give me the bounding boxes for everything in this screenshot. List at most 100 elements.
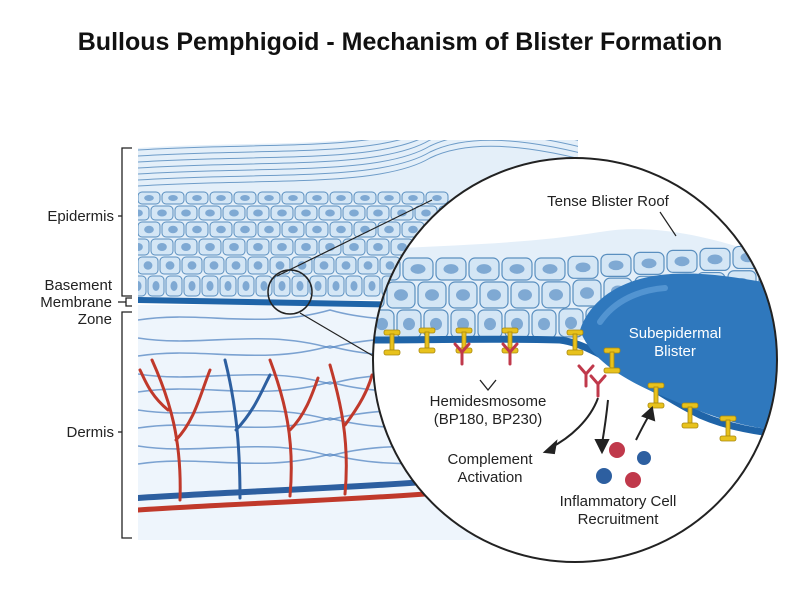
corneum-line (138, 140, 578, 175)
nucleus (360, 225, 370, 234)
corneum-line (138, 140, 578, 169)
mag-nucleus (476, 264, 492, 274)
inflammatory-cell-3 (625, 472, 641, 488)
nucleus (264, 195, 274, 201)
hemidesmosome-stem (507, 331, 513, 349)
nucleus (253, 243, 263, 251)
nucleus (363, 261, 373, 270)
nucleus (421, 209, 431, 217)
mag-nucleus (394, 289, 408, 301)
hemidesmosome-base (418, 347, 436, 354)
arrow-head-complement (542, 439, 558, 455)
inflammatory-cells (596, 442, 651, 488)
hemidesmosome-base (719, 435, 737, 442)
nucleus (253, 261, 263, 270)
nucleus (205, 209, 215, 217)
mag-nucleus (509, 264, 525, 274)
nucleus (253, 209, 263, 217)
label-basement-3: Zone (78, 311, 112, 328)
label-hemidesmosome-2: (BP180, BP230) (434, 411, 542, 428)
nucleus (187, 261, 197, 270)
mag-nucleus (575, 262, 591, 273)
nucleus (144, 195, 154, 201)
label-basement-2: Membrane (40, 294, 112, 311)
mag-nucleus (580, 287, 594, 299)
corneum-line (138, 140, 370, 151)
nucleus (209, 261, 219, 270)
label-basement-1: Basement (44, 277, 112, 294)
capillary-3 (268, 358, 320, 498)
mag-nucleus (542, 264, 558, 274)
label-inflammatory-1: Inflammatory Cell (560, 493, 677, 510)
autoantibody (453, 342, 471, 366)
nucleus (152, 281, 160, 291)
nucleus (319, 261, 329, 270)
nucleus (432, 195, 442, 201)
nucleus (350, 281, 358, 291)
nucleus (301, 209, 311, 217)
mag-nucleus (766, 276, 777, 288)
layer-brackets (118, 147, 132, 539)
magnified-view (372, 157, 793, 563)
nucleus (336, 225, 346, 234)
nucleus (296, 281, 304, 291)
inflammatory-cell-4 (637, 451, 651, 465)
autoantibody (501, 342, 519, 366)
corneum-line (138, 140, 402, 157)
nucleus (170, 281, 178, 291)
blister-highlight (597, 285, 668, 325)
nucleus (277, 209, 287, 217)
nucleus (138, 243, 143, 251)
leader-tense-roof (659, 211, 677, 237)
hemidesmosome-stem (461, 331, 467, 349)
label-hemidesmosome-1: Hemidesmosome (430, 393, 547, 410)
hemidesmosome-stem (725, 419, 731, 437)
nucleus (224, 281, 232, 291)
nucleus (216, 225, 226, 234)
nucleus (240, 195, 250, 201)
nucleus (192, 195, 202, 201)
nucleus (138, 209, 143, 217)
mag-keratinocyte (765, 243, 777, 268)
nucleus (397, 243, 407, 251)
nucleus (373, 243, 383, 251)
magnifier-line-top (276, 199, 433, 277)
nucleus (325, 209, 335, 217)
nucleus (206, 281, 214, 291)
nucleus (288, 195, 298, 201)
nucleus (181, 243, 191, 251)
mag-nucleus (457, 317, 469, 331)
nucleus (278, 281, 286, 291)
inflammatory-cell-1 (609, 442, 625, 458)
nucleus (275, 261, 285, 270)
autoantibody (577, 364, 595, 388)
keratinocyte (138, 275, 147, 297)
nucleus (384, 225, 394, 234)
nucleus (181, 209, 191, 217)
mag-nucleus (608, 260, 624, 271)
mag-nucleus (456, 289, 470, 301)
keratinocyte (138, 205, 150, 221)
mag-nucleus (549, 289, 563, 301)
nucleus (297, 261, 307, 270)
mag-nucleus (518, 289, 532, 301)
nucleus (260, 281, 268, 291)
hemidesmosome-stem (572, 333, 578, 351)
mag-nucleus (707, 254, 723, 265)
mag-nucleus (565, 316, 577, 330)
label-complement-1: Complement (447, 451, 533, 468)
nucleus (242, 281, 250, 291)
hemidesmosome-bracket (479, 379, 497, 392)
mag-nucleus (674, 256, 690, 267)
mag-nucleus (430, 317, 442, 331)
nucleus (143, 261, 153, 270)
mag-nucleus (487, 289, 501, 301)
mag-nucleus (511, 317, 523, 331)
autoantibodies (453, 342, 607, 398)
mag-nucleus (781, 304, 793, 316)
label-tense-blister-roof: Tense Blister Roof (547, 193, 670, 210)
nucleus (138, 281, 142, 291)
nucleus (188, 281, 196, 291)
arrow-head-anchor (641, 406, 656, 422)
